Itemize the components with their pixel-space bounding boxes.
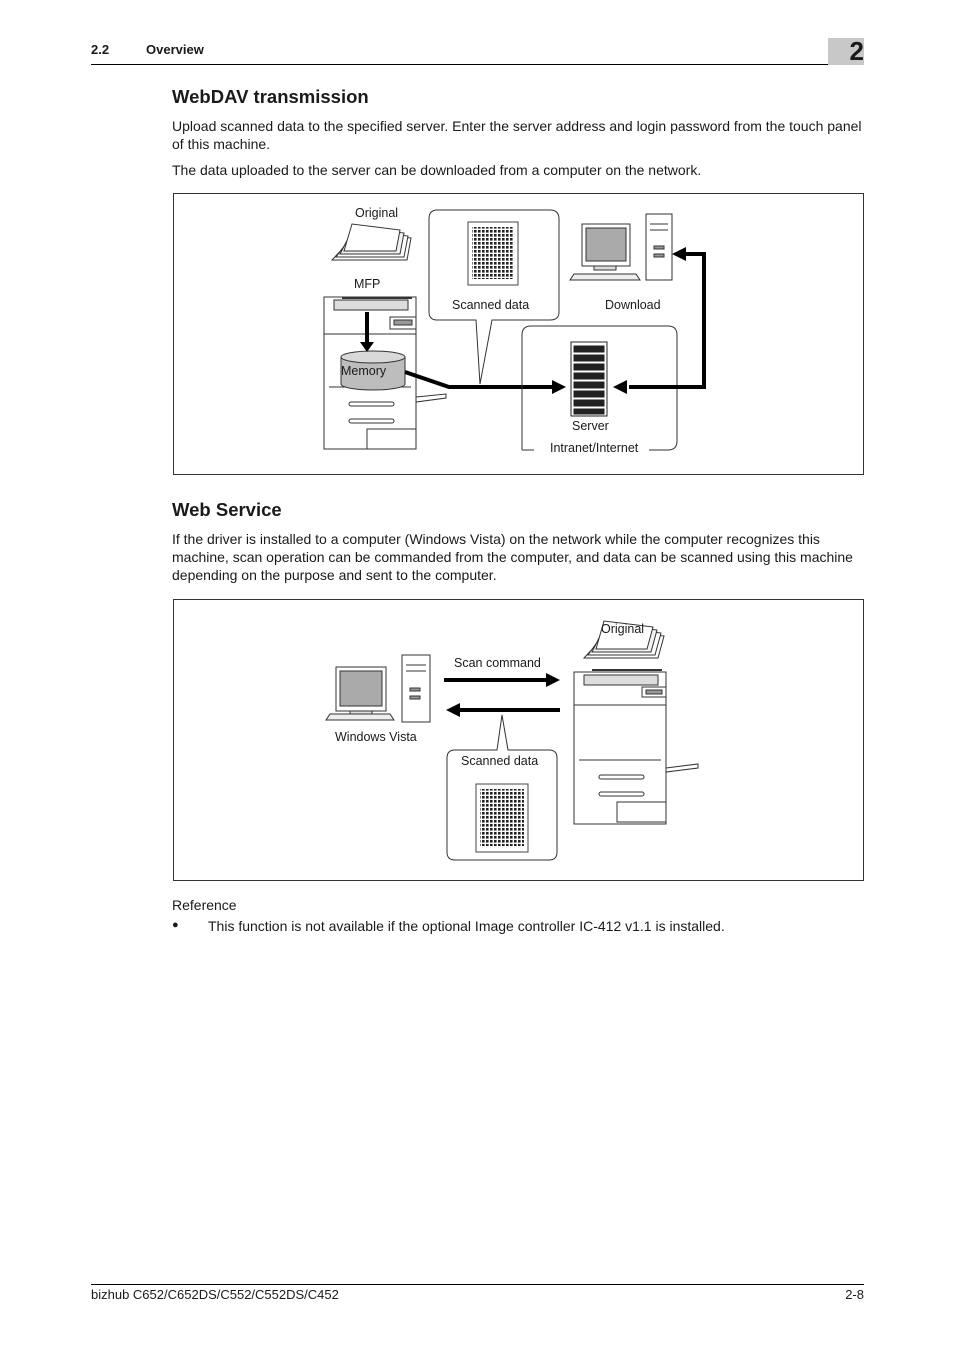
label-windows-vista: Windows Vista — [335, 730, 417, 744]
webdav-figure: Original MFP Memory Scanned data Downloa… — [173, 193, 864, 475]
scanned-data-arrow — [446, 703, 560, 717]
windows-vista-computer-icon — [325, 654, 431, 723]
label-mfp: MFP — [354, 277, 381, 291]
label-intranet: Intranet/Internet — [550, 441, 639, 455]
reference-item: This function is not available if the op… — [208, 918, 725, 934]
original-paper-stack-icon — [330, 223, 412, 261]
label-original: Original — [601, 622, 645, 636]
webdav-heading: WebDAV transmission — [172, 86, 369, 107]
footer-model: bizhub C652/C652DS/C552/C552DS/C452 — [91, 1287, 339, 1302]
scanned-data-bubble — [428, 209, 560, 385]
original-paper-stack-icon — [582, 620, 665, 659]
webdav-diagram — [323, 209, 706, 451]
label-scanned-data: Scanned data — [452, 298, 530, 312]
intranet-frame — [521, 325, 678, 451]
footer-rule — [91, 1284, 864, 1285]
webservice-diagram — [325, 620, 699, 861]
computer-icon — [569, 213, 673, 281]
label-memory: Memory — [341, 364, 387, 378]
webdav-paragraph-2: The data uploaded to the server can be d… — [172, 162, 702, 178]
webservice-figure: Original Scan command Windows Vista Scan… — [173, 599, 864, 881]
server-tower-icon — [570, 341, 608, 417]
mfp-to-memory-arrow — [360, 312, 374, 352]
webservice-heading: Web Service — [172, 499, 282, 520]
reference-label: Reference — [172, 897, 237, 913]
header-rule — [91, 64, 864, 65]
section-title: Overview — [146, 42, 204, 57]
memory-to-server-arrow — [404, 370, 566, 394]
label-scan-command: Scan command — [454, 656, 541, 670]
webservice-paragraph: If the driver is installed to a computer… — [172, 531, 853, 583]
scanned-data-bubble — [446, 714, 558, 861]
footer-page-number: 2-8 — [845, 1287, 864, 1302]
memory-cylinder-icon — [340, 350, 406, 391]
label-original: Original — [355, 206, 399, 220]
section-number: 2.2 — [91, 42, 110, 57]
mfp-machine-icon — [573, 669, 699, 825]
chapter-number: 2 — [849, 36, 864, 66]
webdav-paragraph-1: Upload scanned data to the specified ser… — [172, 118, 862, 152]
scan-command-arrow — [444, 673, 560, 687]
label-download: Download — [605, 298, 661, 312]
bullet-icon: ● — [172, 919, 179, 931]
download-arrow — [613, 247, 706, 394]
label-scanned-data: Scanned data — [461, 754, 539, 768]
chapter-tab — [828, 38, 864, 65]
label-server: Server — [572, 419, 609, 433]
